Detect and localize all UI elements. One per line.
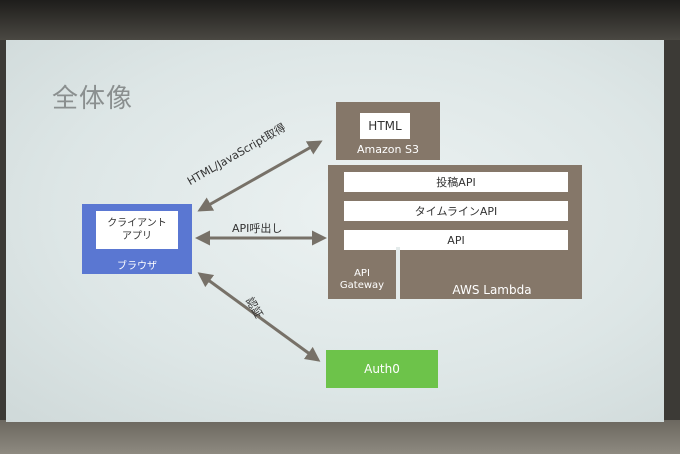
s3-html-box: HTML <box>360 113 410 139</box>
arrow-auth <box>197 272 321 362</box>
room-wall <box>0 0 680 40</box>
s3-html-label: HTML <box>368 119 402 133</box>
api-bar-api: API <box>344 230 568 250</box>
browser-label: ブラウザ <box>117 261 157 272</box>
gateway-label-line1: API <box>354 268 370 279</box>
api-bar-post: 投稿API <box>344 172 568 192</box>
client-app-box: クライアント アプリ <box>96 211 178 249</box>
bar-gap <box>394 193 400 200</box>
auth0-label: Auth0 <box>364 362 400 376</box>
client-app-line1: クライアント <box>107 218 167 229</box>
slide-title: 全体像 <box>52 84 134 114</box>
client-app-line2: アプリ <box>122 231 152 242</box>
s3-label: Amazon S3 <box>357 143 419 156</box>
api-bar-timeline: タイムラインAPI <box>344 201 568 221</box>
bar-gap <box>394 222 400 229</box>
lambda-label: AWS Lambda <box>452 283 532 297</box>
api-bar-timeline-label: タイムラインAPI <box>414 205 498 218</box>
edge-label-api-call: API呼出し <box>232 222 283 235</box>
api-bar-api-label: API <box>447 233 465 247</box>
auth0-box: Auth0 <box>326 350 438 388</box>
room-floor <box>0 420 680 454</box>
gateway-lambda-divider <box>396 247 400 299</box>
api-bar-post-label: 投稿API <box>436 176 476 189</box>
gateway-label: API Gateway <box>332 268 392 292</box>
gateway-label-line2: Gateway <box>339 280 385 291</box>
arrow-html-fetch <box>197 140 323 212</box>
